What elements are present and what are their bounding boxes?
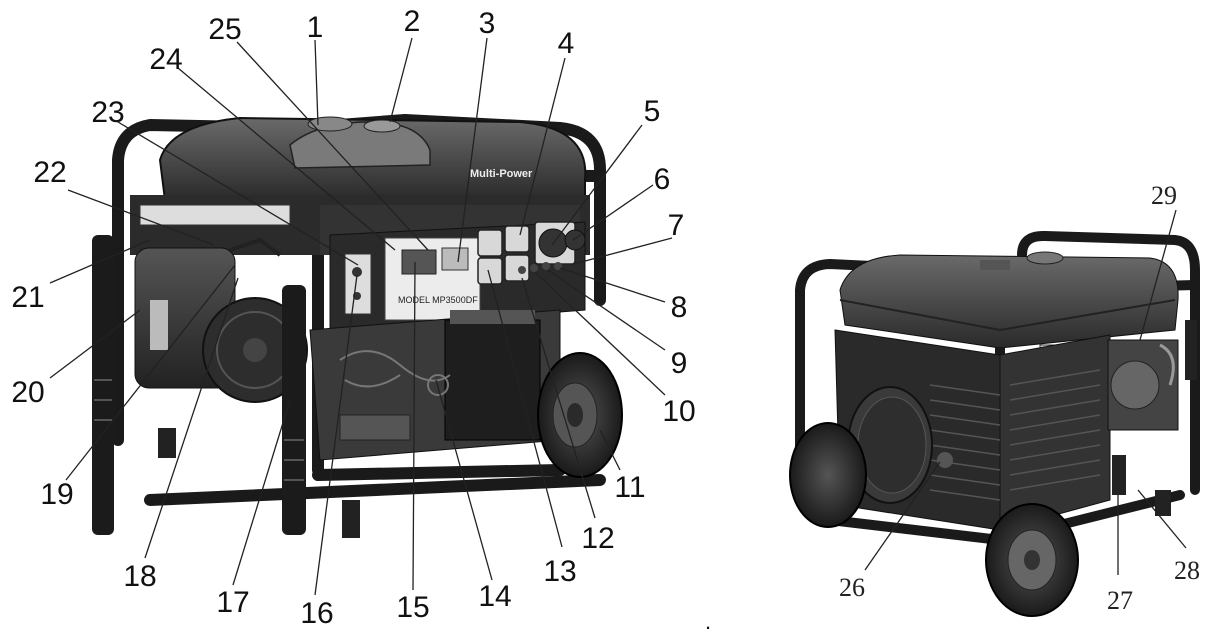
callout-10: 10 [662, 395, 696, 428]
callout-24: 24 [149, 43, 183, 76]
callout-4: 4 [557, 27, 575, 60]
model-label: MODEL MP3500DF [398, 295, 478, 305]
callout-12: 12 [581, 522, 615, 555]
callout-8: 8 [670, 291, 688, 324]
callout-3: 3 [478, 7, 496, 40]
callout-14: 14 [478, 580, 512, 613]
callout-21: 21 [11, 281, 45, 314]
rear-leader-lines [864, 209, 1187, 575]
callout-11: 11 [614, 471, 646, 504]
callout-2: 2 [403, 5, 421, 38]
brand-label: Multi-Power [470, 168, 533, 180]
callout-19: 19 [40, 478, 74, 511]
callout-7: 7 [667, 209, 685, 242]
stray-dot: . [704, 609, 712, 634]
callout-15: 15 [396, 591, 430, 624]
callout-22: 22 [33, 156, 67, 189]
callout-13: 13 [543, 555, 577, 588]
callout-20: 20 [11, 376, 45, 409]
callout-5: 5 [643, 95, 661, 128]
callout-18: 18 [123, 560, 157, 593]
callout-6: 6 [653, 163, 671, 196]
callout-26: 26 [839, 573, 865, 602]
front-leader-lines [49, 37, 673, 596]
callout-29: 29 [1151, 181, 1177, 210]
rear-generator-illustration [789, 230, 1200, 617]
callout-17: 17 [216, 586, 250, 619]
callout-1: 1 [306, 11, 324, 44]
callout-23: 23 [91, 96, 125, 129]
callout-28: 28 [1174, 556, 1200, 585]
callout-16: 16 [300, 597, 334, 630]
callout-9: 9 [670, 347, 688, 380]
callout-27: 27 [1107, 586, 1133, 615]
callout-25: 25 [208, 13, 242, 46]
front-generator-illustration: Multi-Power MODEL MP3500DF [92, 114, 623, 538]
